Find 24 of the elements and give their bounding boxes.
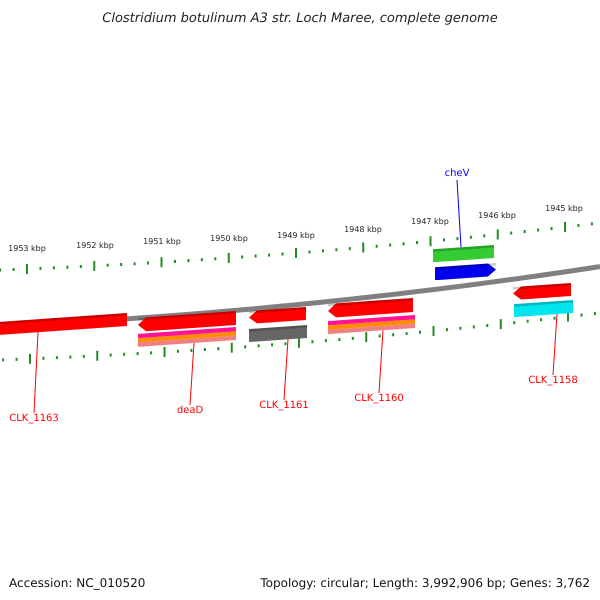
gene-label: CLK_1163 (9, 413, 59, 425)
scale-label: 1948 kbp (344, 224, 382, 236)
gene-label: CLK_1160 (354, 393, 404, 405)
scale-label: 1950 kbp (210, 233, 248, 245)
scale-label: 1949 kbp (277, 230, 315, 242)
gene-label: deaD (176, 405, 204, 417)
gene-label: cheV (444, 168, 470, 180)
scale-label: 1951 kbp (143, 236, 181, 248)
scale-label: 1953 kbp (8, 243, 46, 255)
leader-line (378, 330, 384, 394)
title: Clostridium botulinum A3 str. Loch Maree, complete genome (101, 10, 499, 28)
scale-label: 1947 kbp (411, 216, 449, 228)
scale-label: 1952 kbp (76, 240, 114, 252)
leader-line (552, 314, 558, 376)
leader-line (34, 332, 38, 414)
scale-label: 1945 kbp (545, 203, 583, 215)
footer-text: Topology: circular; Length: 3,992,906 bp; Genes: 3,762 (260, 575, 590, 592)
leader-line (284, 338, 288, 400)
leader-line (190, 342, 194, 406)
gene-label: CLK_1158 (528, 375, 578, 387)
scale-label: 1946 kbp (478, 210, 516, 222)
leader-line (456, 180, 462, 248)
footer-text: Accession: NC_010520 (9, 575, 146, 592)
gene-label: CLK_1161 (259, 400, 309, 412)
